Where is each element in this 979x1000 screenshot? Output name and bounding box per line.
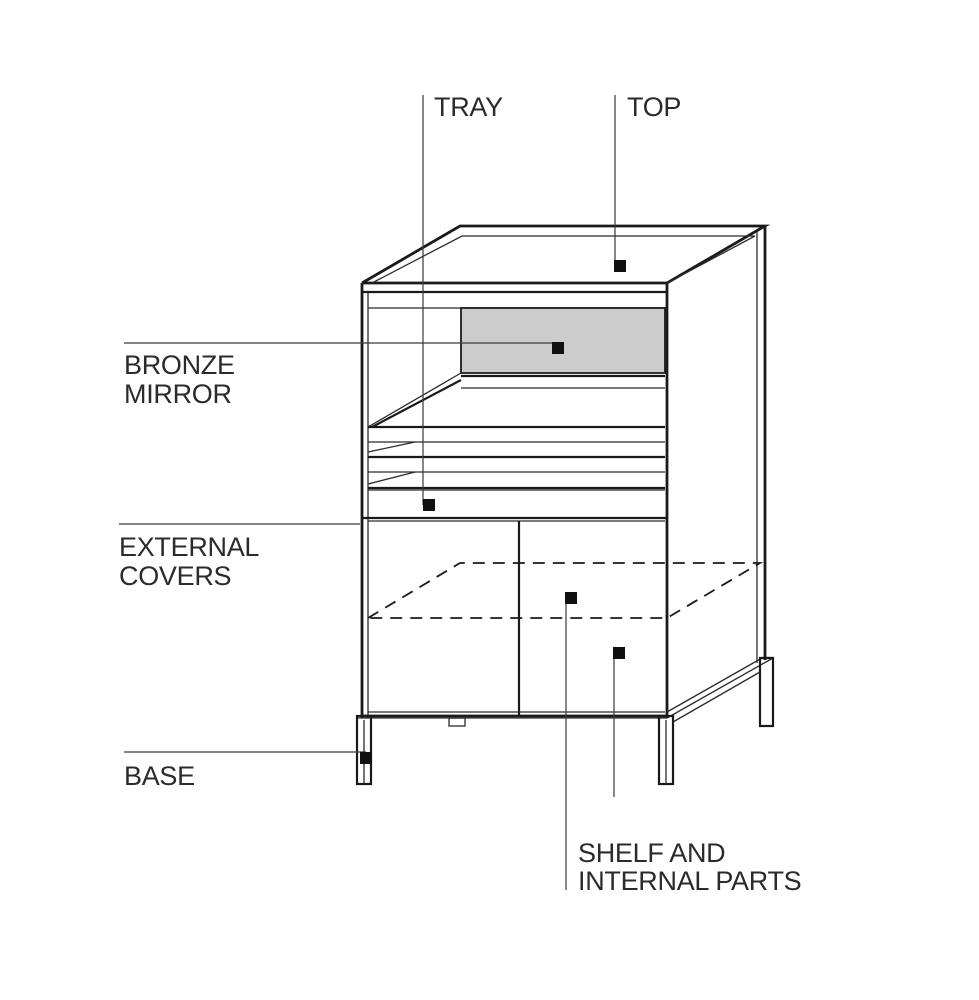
marker-internal-parts (613, 647, 625, 659)
marker-bronze-mirror (552, 342, 564, 354)
label-bronze-mirror-line2: MIRROR (124, 379, 232, 409)
cabinet-base (355, 656, 775, 786)
label-top: TOP (627, 92, 681, 122)
marker-base (360, 752, 372, 764)
label-bronze-mirror-line1: BRONZE (124, 350, 235, 380)
marker-top (614, 260, 626, 272)
cabinet-right-side (665, 226, 767, 718)
label-tray: TRAY (434, 92, 503, 122)
label-base: BASE (124, 761, 195, 791)
marker-tray (423, 499, 435, 511)
part-markers (360, 260, 626, 764)
bronze-mirror-panel (460, 307, 666, 374)
cabinet-left-side (360, 283, 369, 718)
upper-shelf (367, 372, 665, 428)
part-labels: TRAY TOP BRONZE MIRROR EXTERNAL COVERS B… (119, 92, 802, 896)
marker-shelf (565, 592, 577, 604)
internal-shelf-dashed (364, 562, 764, 619)
label-external-covers-line1: EXTERNAL (119, 532, 259, 562)
label-shelf-internal-line1: SHELF AND (578, 838, 725, 868)
leader-lines (119, 95, 616, 890)
tray-drawer (362, 489, 667, 522)
cabinet-drawing (355, 224, 775, 786)
label-external-covers-line2: COVERS (119, 561, 231, 591)
tray-slats (367, 425, 665, 490)
label-shelf-internal-line2: INTERNAL PARTS (578, 866, 801, 896)
